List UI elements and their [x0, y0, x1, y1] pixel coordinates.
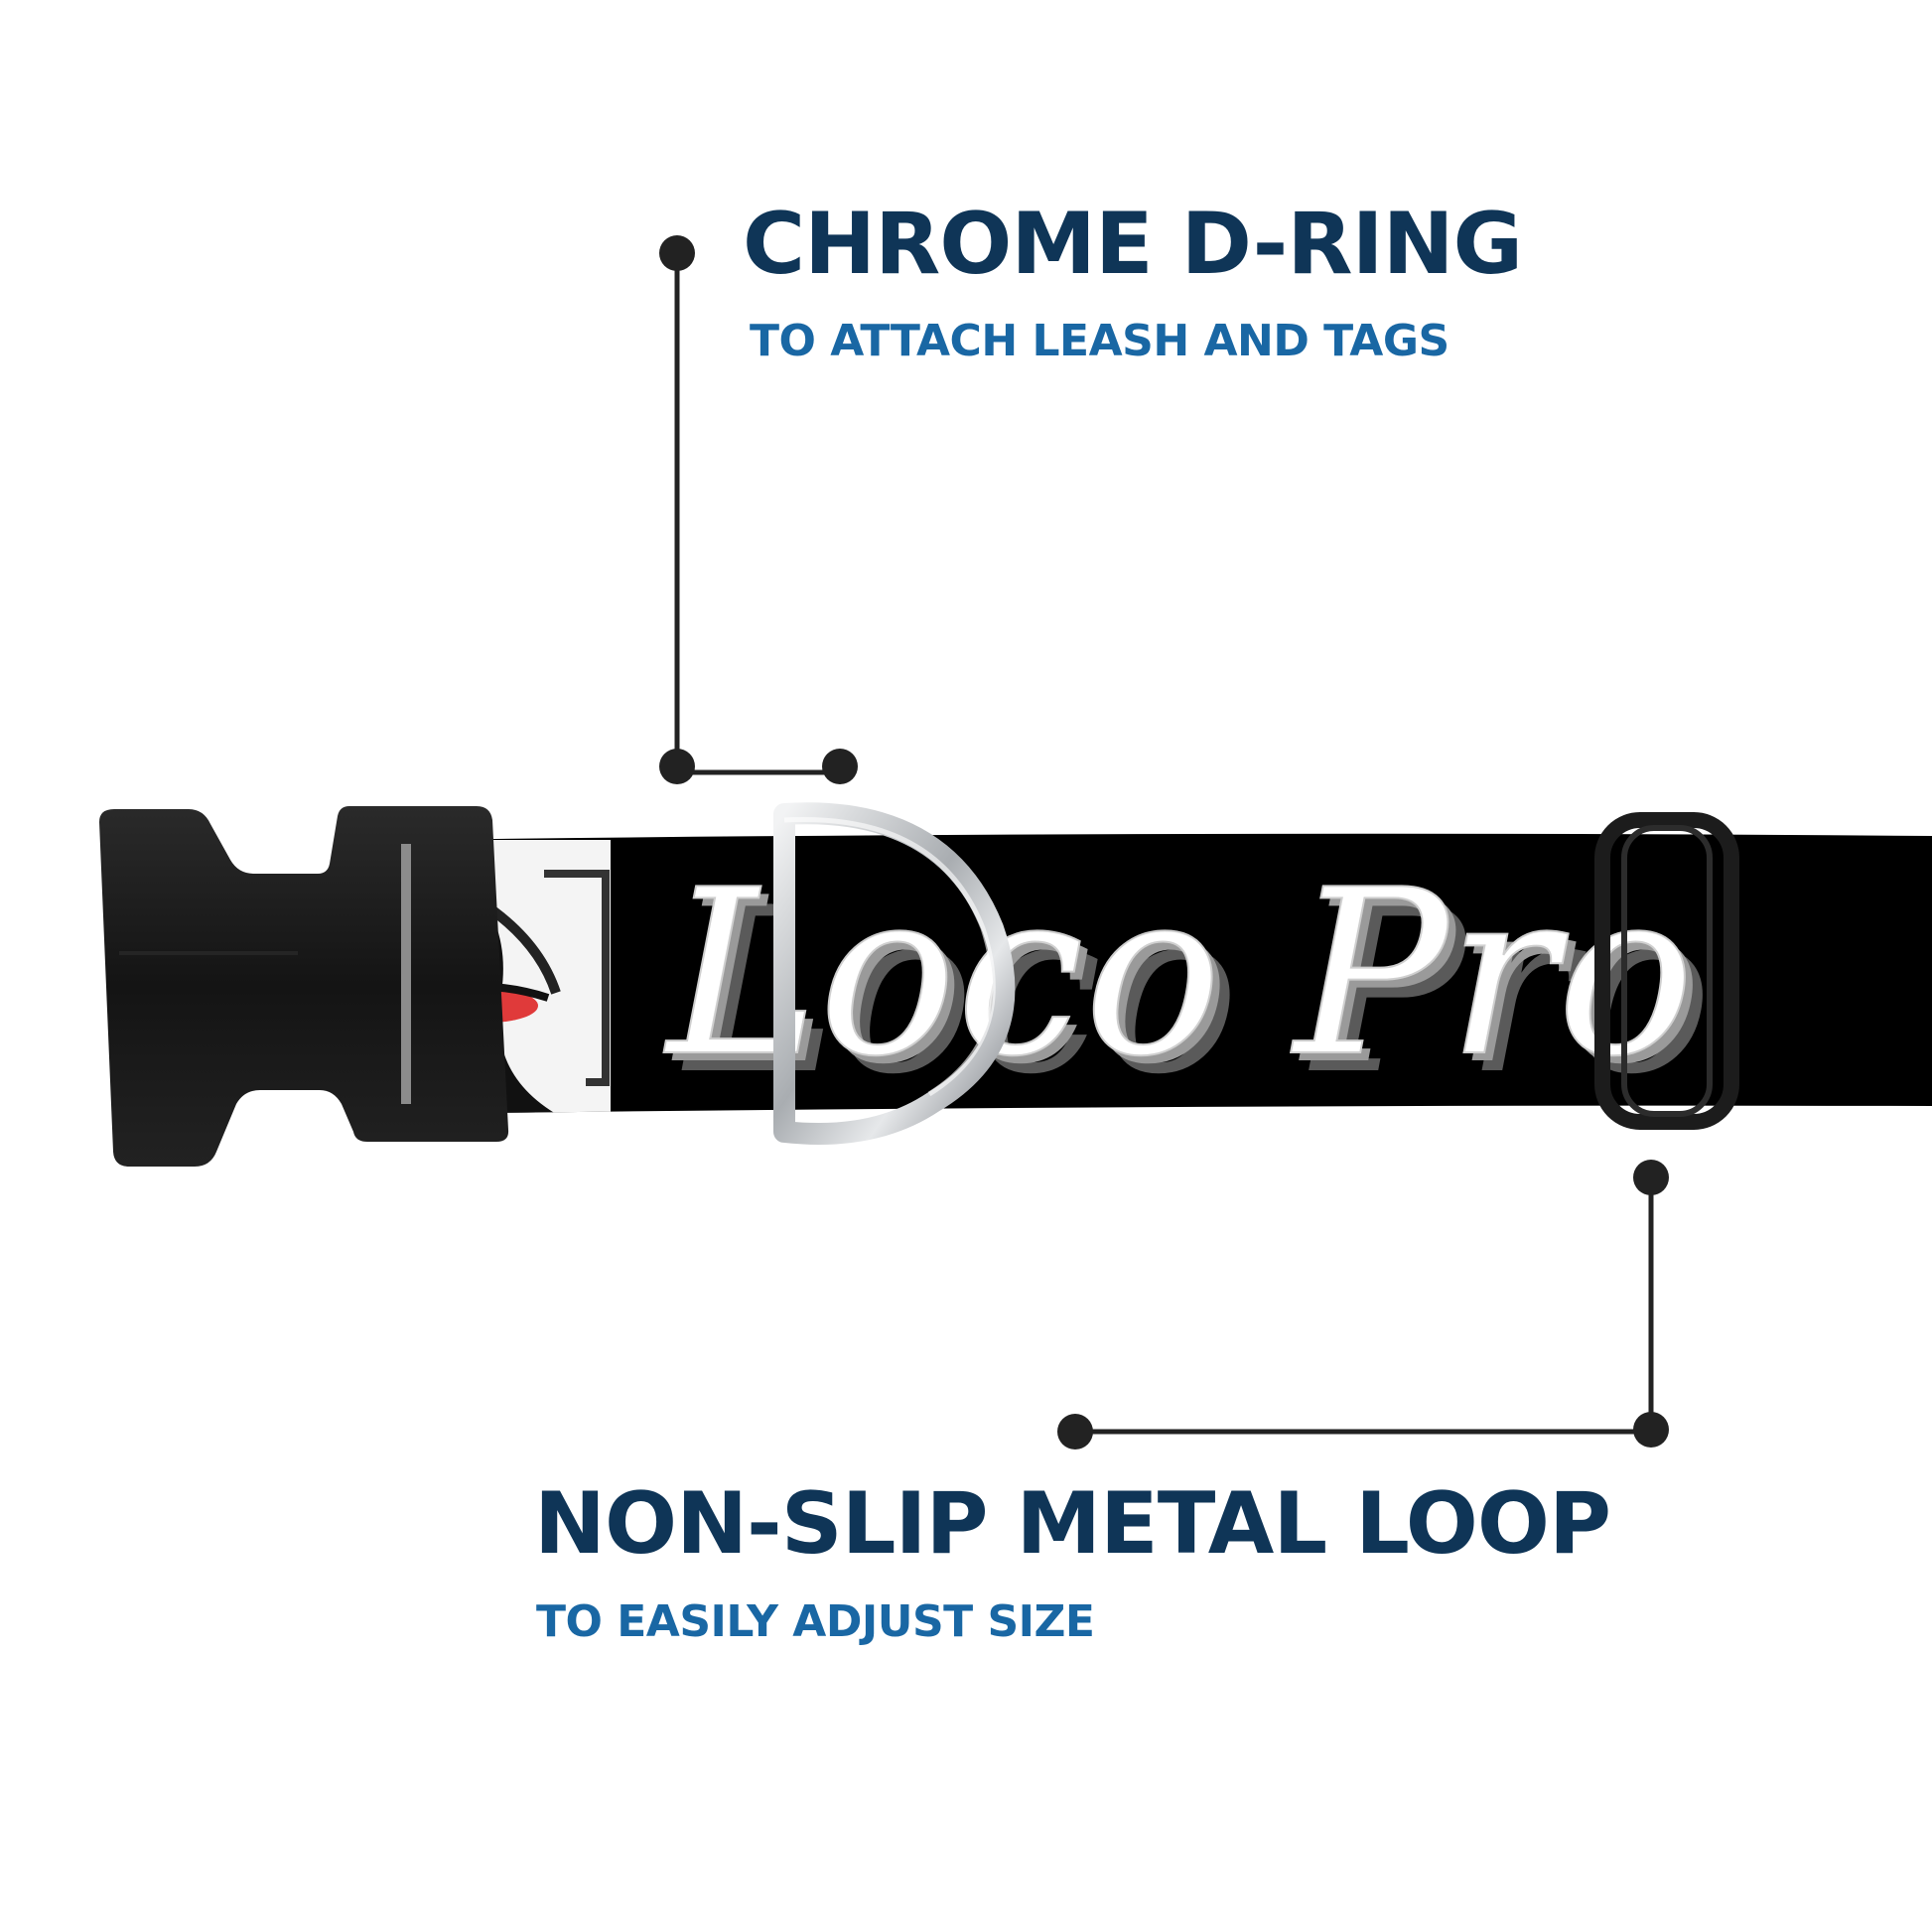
dring-callout — [659, 235, 858, 784]
loop-feature-subtitle: TO EASILY ADJUST SIZE — [536, 1596, 1095, 1647]
chrome-d-ring — [773, 802, 1016, 1145]
callout-dot — [1057, 1414, 1093, 1449]
collar-print-text-mid: Loco Pro — [671, 850, 1703, 1115]
collar-print-text-shadow: Loco Pro — [681, 860, 1713, 1125]
dring-feature-subtitle: TO ATTACH LEASH AND TAGS — [750, 316, 1449, 366]
callout-dot — [659, 749, 695, 784]
dring-feature-title: CHROME D-RING — [743, 195, 1523, 294]
loop-callout — [1057, 1160, 1669, 1449]
callout-dot — [822, 749, 858, 784]
collar-print-text: Loco Pro — [663, 842, 1695, 1107]
buckle — [99, 806, 509, 1167]
non-slip-metal-loop — [1594, 812, 1739, 1130]
loop-feature-title: NON-SLIP METAL LOOP — [534, 1474, 1611, 1574]
collar-print: Loco Pro Loco Pro Loco Pro — [412, 840, 1713, 1125]
